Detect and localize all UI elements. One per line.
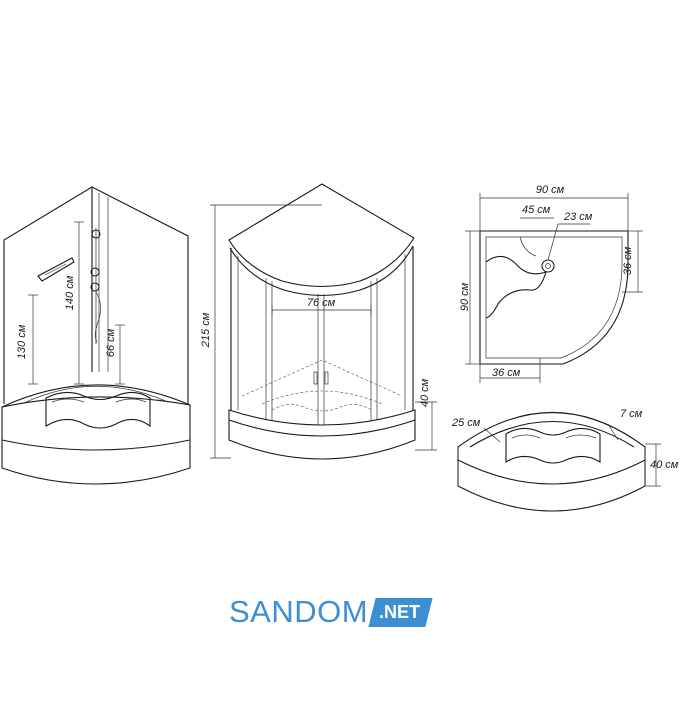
dim-door-width: 76 см [307,297,336,309]
logo-brand: SANDOM [229,594,369,629]
dim-right-side: 36 см [622,246,634,275]
logo-tld-badge: .NET [368,597,433,627]
dim-drain-offset: 23 см [563,211,593,223]
dim-depth: 90 см [459,282,471,311]
dim-seat-width: 45 см [522,204,551,216]
sandom-logo: SANDOM .NET [229,592,433,632]
tray-3d-view: 25 см 7 см 40 см [451,408,679,512]
dim-tray-height: 40 см [650,459,679,471]
logo-tld: .NET [379,601,421,622]
dim-height-1: 130 см [16,324,28,359]
dim-bottom-side: 36 см [492,367,521,379]
dim-total-height: 215 см [200,312,212,348]
dim-edge: 25 см [451,417,481,429]
dim-rim: 7 см [620,408,643,420]
dim-height-3: 66 см [105,328,117,357]
dim-height-2: 140 см [64,275,76,310]
dim-width: 90 см [536,184,565,196]
front-cabin-view: 215 см 76 см 40 см [200,183,437,460]
left-cabin-view: 130 см 140 см 66 см [1,186,191,485]
tray-top-view: 90 см 45 см 23 см 90 см 36 см 36 см [459,184,643,383]
dim-tray-height-front: 40 см [419,378,431,407]
